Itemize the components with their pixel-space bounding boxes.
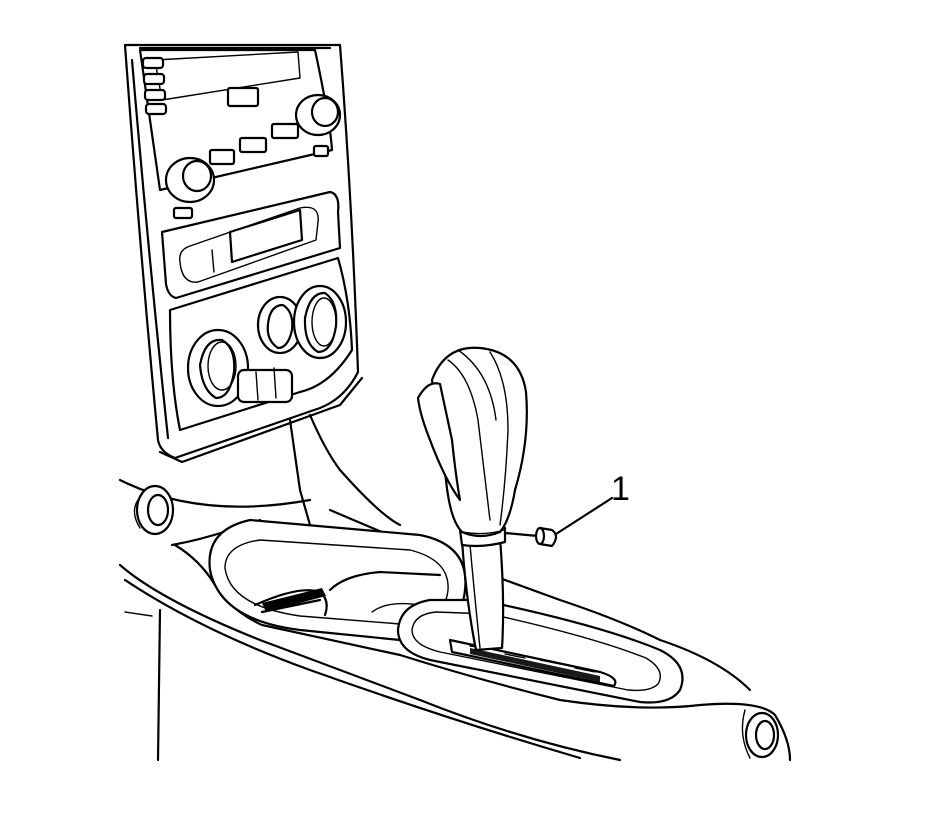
callout-number-1: 1 [611, 470, 630, 508]
shift-knob [416, 346, 528, 538]
radio-tune-knob [294, 93, 342, 137]
mode-selector-knob [256, 295, 304, 355]
temperature-knob [292, 284, 348, 360]
radio-head-unit [138, 48, 342, 300]
center-console [118, 413, 792, 762]
radio-volume-knob [164, 156, 216, 204]
left-power-outlet [133, 484, 175, 536]
cup-holder [208, 518, 467, 642]
right-power-outlet [741, 709, 780, 759]
fan-speed-knob [186, 328, 250, 408]
climate-buttons [236, 367, 294, 404]
callout-1-pin [503, 496, 614, 548]
shifter-bezel [396, 598, 684, 704]
climate-control-panel [168, 256, 354, 432]
